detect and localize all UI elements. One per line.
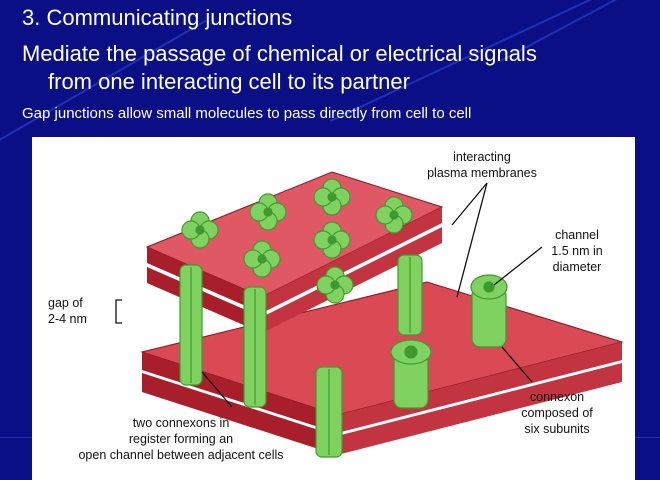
connexon-isolated: [390, 274, 508, 409]
slide-title: 3. Communicating junctions: [22, 5, 293, 30]
label-gap: gap of 2-4 nm: [48, 296, 87, 326]
sub-bullet: Gap junctions allow small molecules to p…: [22, 105, 472, 122]
gap-junction-figure: interacting plasma membranes channel 1.5…: [32, 137, 635, 480]
label-two-connexons: two connexons in register forming an ope…: [78, 416, 284, 462]
label-channel: channel 1.5 nm in diameter: [551, 228, 603, 274]
bullet-main-line-1: Mediate the passage of chemical or elect…: [22, 41, 537, 66]
connexon-channels: [179, 254, 423, 458]
bullet-main: Mediate the passage of chemical or elect…: [22, 40, 652, 96]
gap-junction-illustration: [115, 171, 624, 458]
pointer-lines: [115, 182, 543, 408]
bullet-main-line-2: from one interacting cell to its partner: [48, 69, 410, 94]
label-interacting-membranes: interacting plasma membranes: [427, 150, 537, 180]
label-connexon: connexon composed of six subunits: [521, 390, 593, 436]
connexon-rosettes: [181, 178, 413, 304]
